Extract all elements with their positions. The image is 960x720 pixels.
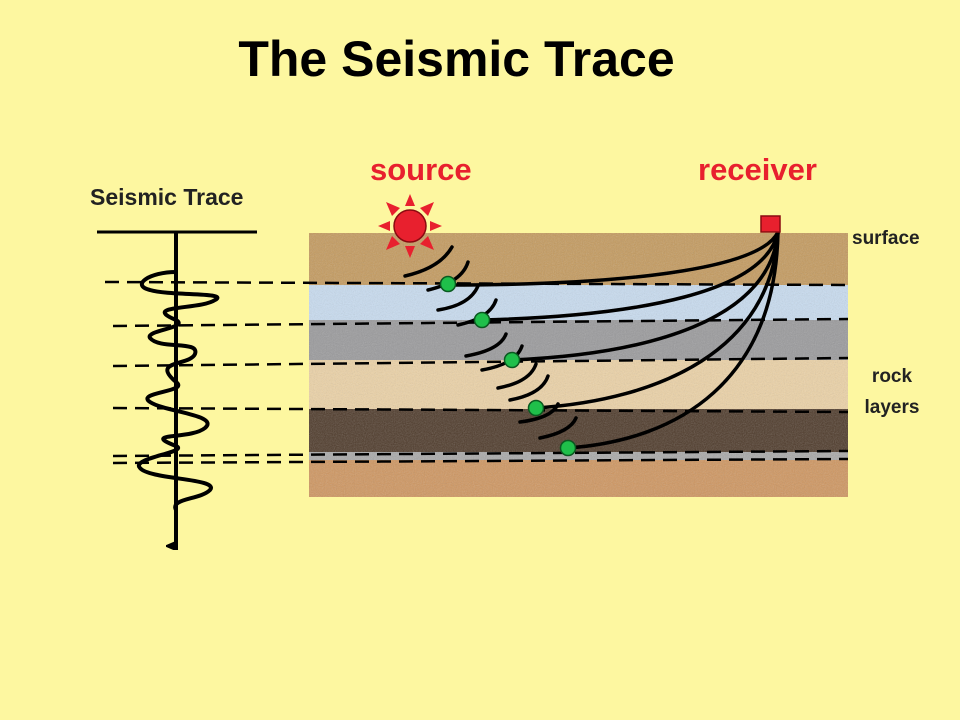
wavefront-arc <box>538 416 578 440</box>
surface-label: surface <box>852 228 920 249</box>
ray-path-5 <box>566 230 780 450</box>
horizon-line-2 <box>112 317 849 328</box>
green-dot-icon <box>473 311 491 329</box>
reflection-points <box>439 275 577 457</box>
wavefront-arc <box>403 245 454 278</box>
ray-path-1 <box>446 230 780 287</box>
green-dot-icon <box>559 439 577 457</box>
sun-burst-icon <box>378 194 442 258</box>
green-dot-icon <box>527 399 545 417</box>
ray-paths <box>446 230 780 450</box>
wavefront-arc <box>464 332 508 358</box>
page-title: The Seismic Trace <box>238 31 675 87</box>
rock-label: rock <box>871 366 913 387</box>
horizon-line-5b <box>112 457 849 465</box>
wavefront-arc <box>426 260 470 292</box>
ray-path-2 <box>480 230 780 322</box>
layers-label: layers <box>864 397 920 418</box>
seismic-trace-label: Seismic Trace <box>90 184 244 210</box>
green-dot-icon <box>503 351 521 369</box>
source-label: source <box>370 152 472 187</box>
seismic-trace <box>97 230 257 545</box>
red-square-icon <box>760 215 781 233</box>
green-dot-icon <box>439 275 457 293</box>
receiver-label: receiver <box>698 152 817 187</box>
horizon-line-4 <box>112 406 849 414</box>
rock-layers <box>309 233 848 497</box>
wavefront-arc <box>436 284 480 312</box>
ray-path-3 <box>510 230 780 362</box>
ray-path-4 <box>534 230 780 410</box>
wavefront-arc <box>496 362 538 390</box>
wavefront-arc <box>508 374 550 402</box>
horizon-line-3 <box>112 356 849 368</box>
trace-wiggle <box>136 270 220 511</box>
horizon-line-5a <box>112 449 849 458</box>
